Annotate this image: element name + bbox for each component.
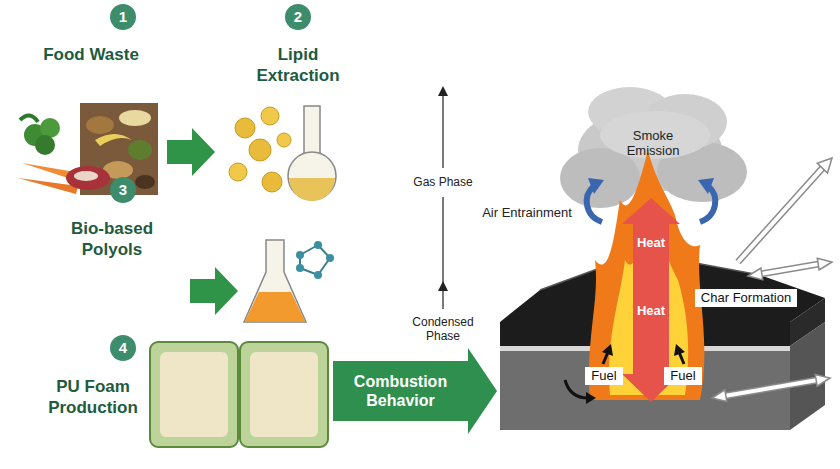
- food-scrap: [86, 116, 114, 134]
- broccoli: [35, 135, 55, 155]
- air-label: Air Entrainment: [482, 205, 572, 220]
- atom: [314, 241, 322, 249]
- lipid-droplet: [261, 107, 279, 125]
- label-box: Char Formation: [695, 289, 797, 307]
- heat-transfer-arrowhead: [712, 390, 727, 402]
- fuel-arrowhead: [602, 344, 613, 356]
- erlenmeyer-flask: [244, 240, 306, 322]
- flow-arrow: [190, 267, 238, 315]
- lipid-droplet: [249, 139, 271, 161]
- broccoli: [40, 118, 60, 138]
- foam-block: [160, 352, 228, 437]
- banana: [95, 134, 132, 146]
- oil-liquid: [289, 178, 335, 201]
- box-label: Fuel: [591, 368, 616, 384]
- foam-tray: [240, 342, 328, 447]
- heat-label: Heat: [637, 303, 665, 318]
- atom: [296, 251, 304, 259]
- phase-label: Condensed Phase: [403, 314, 483, 344]
- foam-tray: [150, 342, 238, 447]
- steak: [66, 166, 110, 190]
- food-scrap: [135, 175, 155, 189]
- axis-arrowhead: [438, 281, 448, 291]
- axis-line: [442, 96, 443, 168]
- heat-transfer-arrow: [726, 380, 816, 395]
- block-arrow-outline: [333, 348, 497, 434]
- lipid-droplet: [229, 163, 247, 181]
- char-edge: [540, 268, 600, 290]
- flask-neck: [304, 106, 320, 154]
- fuel-arrowhead: [674, 344, 685, 356]
- smoke: [600, 111, 710, 159]
- step-heading: Food Waste: [26, 44, 156, 65]
- heat-transfer-arrowhead: [817, 258, 832, 270]
- process-step: 3Bio-based Polyols: [62, 218, 162, 260]
- food-scrap: [119, 110, 151, 126]
- axis-arrowhead: [438, 86, 448, 96]
- lipid-droplet: [277, 133, 291, 147]
- polyol-liquid: [245, 292, 305, 321]
- arrow-label: Combustion Behavior: [333, 372, 468, 410]
- axis-line: [442, 197, 443, 283]
- callout-number: 4: [110, 335, 136, 361]
- food-scrap: [128, 140, 152, 160]
- heat-transfer-arrow: [726, 380, 816, 395]
- leaf: [20, 115, 38, 122]
- flow-arrow: [167, 128, 215, 176]
- callout-number: 3: [110, 177, 136, 203]
- atom: [296, 264, 304, 272]
- air-arrowhead: [588, 178, 604, 194]
- air-arrowhead: [698, 178, 714, 194]
- label-box: Fuel: [585, 367, 622, 385]
- char-edge: [690, 262, 760, 275]
- foam-block: [250, 352, 318, 437]
- heat-transfer-arrowhead: [815, 374, 830, 386]
- process-step: 4PU Foam Production: [38, 376, 148, 418]
- callout-number: 2: [285, 4, 311, 30]
- atom: [326, 254, 334, 262]
- box-label: Char Formation: [701, 290, 791, 306]
- step-heading: Lipid Extraction: [243, 44, 353, 86]
- steak-fat: [74, 171, 98, 181]
- lipid-droplet: [262, 172, 282, 192]
- step-heading: Bio-based Polyols: [62, 218, 162, 260]
- fuel-arrowhead: [586, 392, 596, 404]
- heat-transfer-arrowhead: [748, 268, 763, 280]
- step-heading: PU Foam Production: [38, 376, 148, 418]
- atom: [314, 271, 322, 279]
- phase-label: Gas Phase: [411, 174, 474, 190]
- label-box: Fuel: [664, 367, 701, 385]
- smoke-label: Smoke Emission: [608, 128, 698, 158]
- block-arrow: Combustion Behavior: [333, 345, 499, 437]
- lipid-droplet: [235, 118, 255, 138]
- block-arrow-shape: [333, 345, 499, 437]
- process-step: 2Lipid Extraction: [243, 44, 353, 86]
- heat-transfer-arrow: [762, 264, 818, 274]
- box-label: Fuel: [670, 368, 695, 384]
- radiation-arrowhead: [817, 158, 832, 173]
- axis-line: [442, 291, 443, 309]
- arrow-text-area: Combustion Behavior: [333, 361, 468, 421]
- callout-number: 1: [110, 4, 136, 30]
- flask-bulb: [288, 152, 336, 200]
- heat-transfer-arrow: [762, 264, 818, 274]
- heat-label: Heat: [637, 235, 665, 250]
- process-step: 1Food Waste: [26, 44, 156, 65]
- radiation-arrow: [738, 168, 822, 262]
- radiation-arrow: [738, 168, 822, 262]
